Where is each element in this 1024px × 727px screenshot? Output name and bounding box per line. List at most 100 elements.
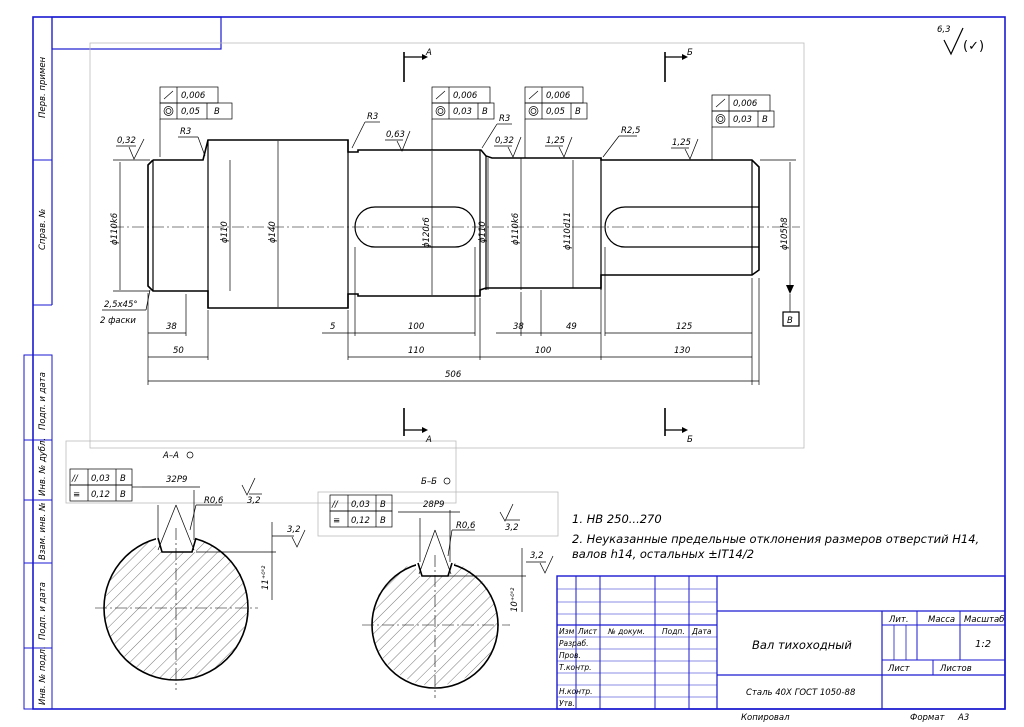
section-b-rotation-icon <box>443 477 451 485</box>
tb-format-value: А3 <box>957 713 969 723</box>
roughness-125-right: 1,25 <box>672 138 691 148</box>
tb-sheets: Листов <box>939 664 972 674</box>
svg-text:0,05: 0,05 <box>181 107 200 117</box>
svg-text://: // <box>331 500 339 510</box>
dia-110-mid: ϕ110 <box>478 221 488 243</box>
tb-copied: Копировал <box>741 713 790 723</box>
tb-role-utv: Утв. <box>559 699 575 708</box>
section-b-view <box>362 503 554 698</box>
dim-110: 110 <box>408 346 424 356</box>
radius-r3-1: R3 <box>180 127 191 137</box>
length-dimensions <box>147 247 760 385</box>
roughness-125-mid: 1,25 <box>546 136 565 146</box>
svg-text:0,006: 0,006 <box>453 91 478 101</box>
dim-38-right: 38 <box>513 322 524 332</box>
svg-text:0,12: 0,12 <box>351 516 370 526</box>
stamp-podp-data-2: Подп. и дата <box>38 582 48 640</box>
tb-head-list: Лист <box>577 627 598 636</box>
tb-format: Формат <box>910 713 946 723</box>
stamp-inv-podl: Инв. № подл. <box>38 646 48 705</box>
datum-b-label: В <box>787 316 793 326</box>
note-2-cont: валов h14, остальных ±IT14/2 <box>572 547 754 561</box>
dia-120r6: ϕ120r6 <box>422 217 432 248</box>
svg-text://: // <box>71 474 79 484</box>
dim-100-right: 100 <box>535 346 551 356</box>
section-a-roughness-1: 3,2 <box>247 496 261 506</box>
section-b-roughness-2: 3,2 <box>530 551 544 561</box>
dim-5: 5 <box>330 322 335 332</box>
radius-leaders <box>178 121 637 158</box>
left-stamp-column <box>23 17 53 710</box>
tb-role-nkontr: Н.контр. <box>559 687 593 696</box>
svg-text:В: В <box>120 474 126 484</box>
section-a-keyway-width: 32P9 <box>166 475 187 485</box>
section-b-depth: 10⁺⁰'² <box>510 587 520 612</box>
roughness-032-left: 0,32 <box>117 136 136 146</box>
svg-text:В: В <box>482 107 488 117</box>
section-b-radius: R0,6 <box>456 521 476 531</box>
cut-label-a-top: А <box>425 48 432 58</box>
stamp-podp-data-1: Подп. и дата <box>38 372 48 430</box>
cut-label-b-top: Б <box>687 48 693 58</box>
section-a-radius: R0,6 <box>204 496 224 506</box>
svg-text:0,03: 0,03 <box>91 474 110 484</box>
svg-text:В: В <box>120 490 126 500</box>
tb-sheet: Лист <box>887 664 911 674</box>
dim-125: 125 <box>676 322 692 332</box>
tb-head-dokum: № докум. <box>607 627 645 636</box>
tb-head-data: Дата <box>691 627 712 636</box>
section-b-roughness-1: 3,2 <box>505 523 519 533</box>
tolerance-frame-4 <box>711 94 775 160</box>
section-b-tolerance-frame <box>329 494 393 528</box>
dim-50: 50 <box>173 346 184 356</box>
dia-105h8: ϕ105h8 <box>780 217 790 250</box>
dim-49: 49 <box>566 322 577 332</box>
tb-head-podp: Подп. <box>662 627 685 636</box>
radius-r3-2: R3 <box>367 112 378 122</box>
main-view-boundary <box>89 42 805 449</box>
svg-text:В: В <box>380 500 386 510</box>
dia-110k6-left: ϕ110k6 <box>110 212 120 245</box>
dia-110k6-right: ϕ110k6 <box>511 212 521 245</box>
section-b-boundary <box>317 491 559 537</box>
tb-lit: Лит. <box>888 615 909 625</box>
section-a-boundary <box>65 440 457 504</box>
keyway-b <box>604 206 759 248</box>
section-b-keyway-width: 28P9 <box>423 500 444 510</box>
note-2: 2. Неуказанные предельные отклонения раз… <box>572 532 979 546</box>
radius-r25: R2,5 <box>621 126 640 136</box>
tb-title: Вал тихоходный <box>752 638 852 652</box>
svg-text:0,03: 0,03 <box>453 107 472 117</box>
svg-text:6,3: 6,3 <box>937 25 951 35</box>
surface-roughness-marks <box>116 130 699 160</box>
section-a-rotation-icon <box>186 451 194 459</box>
stamp-sprav-no: Справ. № <box>38 208 48 250</box>
tb-massa: Масса <box>928 615 955 625</box>
svg-text:В: В <box>380 516 386 526</box>
svg-text:≡: ≡ <box>333 516 340 526</box>
roughness-032-mid: 0,32 <box>495 136 514 146</box>
svg-text:В: В <box>575 107 581 117</box>
tolerance-frame-3 <box>524 86 588 158</box>
svg-text:0,006: 0,006 <box>546 91 571 101</box>
note-1: 1. HB 250...270 <box>572 512 662 526</box>
dim-100-left: 100 <box>408 322 424 332</box>
dim-506: 506 <box>445 370 462 380</box>
svg-text:В: В <box>762 115 768 125</box>
dia-140: ϕ140 <box>268 221 278 243</box>
tb-masshtab: Масштаб <box>964 615 1004 625</box>
section-b-title: Б–Б <box>421 477 437 487</box>
datum-b-box <box>782 311 800 327</box>
top-left-stamp-box <box>51 16 222 50</box>
radius-r3-3: R3 <box>499 114 510 124</box>
section-a-title: А–А <box>162 451 179 461</box>
chamfer-note: 2 фаски <box>100 316 136 326</box>
chamfer-size: 2,5x45° <box>104 300 138 310</box>
stamp-inv-dubl: Инв. № дубл. <box>38 438 48 496</box>
svg-text:0,03: 0,03 <box>733 115 752 125</box>
tolerance-frame-2 <box>431 86 495 150</box>
shaft-outline <box>112 139 800 309</box>
title-block <box>556 575 1006 710</box>
tb-head-izm: Изм <box>559 627 575 636</box>
section-a-tolerance-frame <box>69 468 142 502</box>
